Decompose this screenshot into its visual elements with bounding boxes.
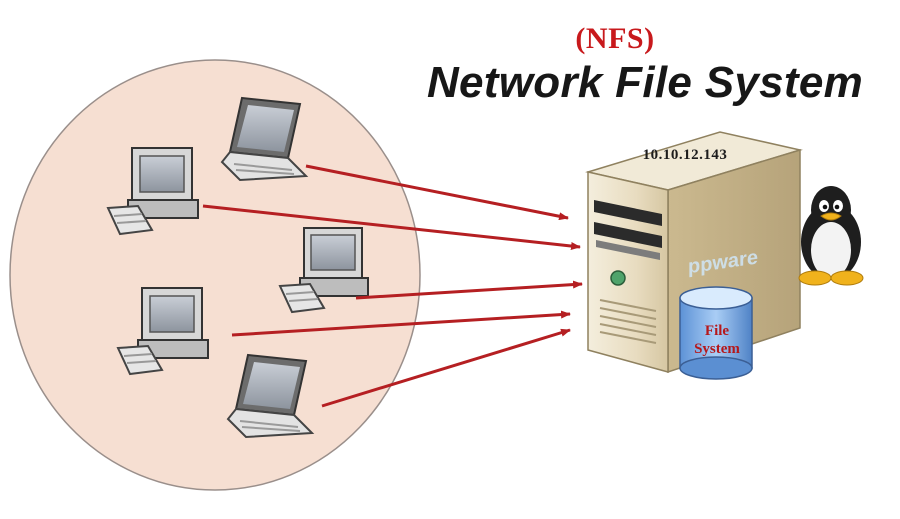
- nfs-abbreviation: (NFS): [575, 22, 655, 55]
- connection-arrow: [355, 280, 583, 300]
- desktop-icon: [116, 287, 209, 376]
- connection-arrow: [305, 164, 569, 221]
- connection-arrows: [202, 164, 583, 408]
- connection-arrow: [321, 328, 571, 408]
- connection-arrow: [202, 204, 581, 251]
- connection-arrow: [231, 310, 571, 337]
- desktop-icon: [106, 147, 199, 236]
- tux-penguin-icon: [798, 186, 864, 286]
- file-system-label-line1: File: [704, 323, 730, 339]
- server-ip-label: 10.10.12.143: [642, 147, 728, 163]
- file-system-label-line2: System: [694, 341, 740, 357]
- laptop-icon: [220, 96, 309, 182]
- file-system-database-icon: [679, 286, 753, 380]
- laptop-icon: [226, 353, 315, 439]
- file-system-label: File System: [680, 322, 754, 358]
- desktop-icon: [278, 227, 369, 314]
- diagram-title: Network File System: [426, 58, 864, 107]
